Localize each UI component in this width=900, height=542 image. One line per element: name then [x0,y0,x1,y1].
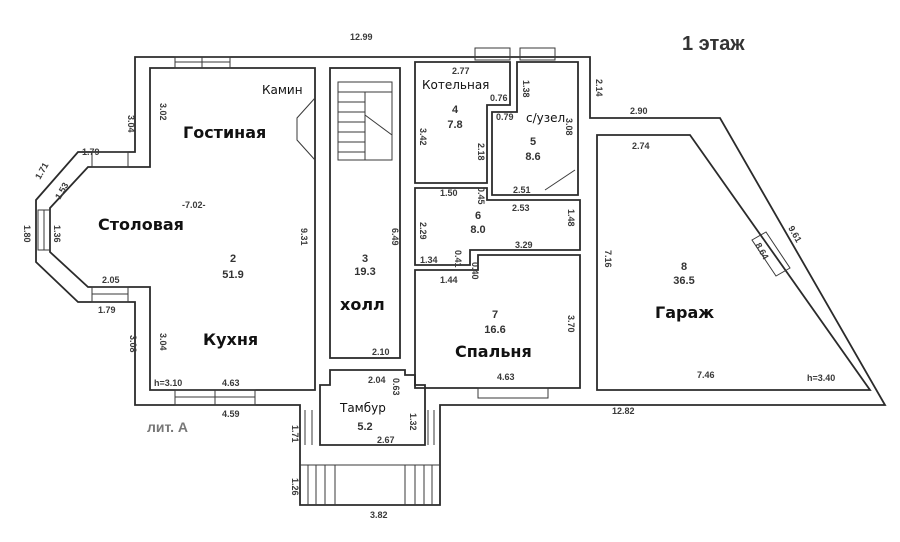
room-area: 5.2 [357,421,372,433]
lit-label: лит. А [147,419,188,435]
room-label-boiler: Котельная [422,78,489,92]
dim: 1.50 [440,188,458,198]
dim: 3.04 [126,115,136,133]
dim: 3.42 [418,128,428,146]
room-label-kitchen: Кухня [203,330,258,349]
outer-wall [35,56,887,506]
room-label-bedroom: Спальня [455,342,532,361]
dim: 2.05 [102,275,120,285]
hall-wall [329,67,401,359]
room-label-vestibule: Тамбур [339,401,386,415]
dim: 3.82 [370,510,388,520]
room-label-wc: с/узел [526,111,565,125]
dim: 2.04 [368,375,386,385]
room-label-hall: холл [340,295,385,314]
room-number: 2 [230,253,236,265]
dim: 2.67 [377,435,395,445]
room-label-dining: Столовая [98,215,184,234]
dim: 12.82 [612,406,635,416]
dim: 2.10 [372,347,390,357]
dim: 0.41 [453,250,463,268]
dim: 3.70 [566,315,576,333]
dim: 2.77 [452,66,470,76]
dim: 2.90 [630,106,648,116]
dim: 7.16 [603,250,613,268]
garage-wall [596,134,872,391]
door-swing [544,169,576,191]
dim: 9.61 [786,224,803,244]
dim: 2.53 [512,203,530,213]
dim: 3.04 [158,333,168,351]
dim: 1.79 [98,305,116,315]
room-number: 5 [530,136,536,148]
dim: 4.63 [497,372,515,382]
dim: 2.29 [418,222,428,240]
dim: 1.71 [33,161,50,181]
dim: h=3.40 [807,373,835,383]
dim: 1.71 [290,425,300,443]
room-number: 4 [452,104,459,116]
room-label-living: Гостиная [183,123,266,142]
windows [37,47,791,406]
dim: 1.80 [22,225,32,243]
dim: 1.53 [53,181,70,201]
dim: 0.76 [490,93,508,103]
room-4-wall [414,61,511,184]
dim: 0.40 [470,262,480,280]
dim: 2.51 [513,185,531,195]
dim: -7.02- [182,200,206,210]
dim: h=3.10 [154,378,182,388]
dim: 1.36 [52,225,62,243]
dim: 3.08 [128,335,138,353]
room-area: 51.9 [222,269,243,281]
room-number: 7 [492,309,498,321]
dim: 12.99 [350,32,373,42]
room-area: 8.0 [470,224,485,236]
room-5-wall [491,61,579,196]
dim: 0.63 [391,378,401,396]
dim: 1.38 [521,80,531,98]
fireplace-icon [296,97,316,161]
dim: 9.31 [299,228,309,246]
dim: 4.59 [222,409,240,419]
dim: 1.48 [566,209,576,227]
dim: 3.02 [158,103,168,121]
dim: 2.74 [632,141,650,151]
room-number: 3 [362,253,368,265]
dim: 3.29 [515,240,533,250]
dim: 1.44 [440,275,458,285]
room-number: 8 [681,261,687,273]
dim: 4.63 [222,378,240,388]
room-number: 6 [475,210,481,222]
dim: 2.18 [476,143,486,161]
room-area: 8.6 [525,151,540,163]
room-area: 16.6 [484,324,505,336]
room-label-fireplace: Камин [262,83,303,97]
dim: 7.46 [697,370,715,380]
room-area: 7.8 [447,119,462,131]
dim: 8.64 [753,241,770,261]
tambur-wall [319,369,426,446]
dim: 1.32 [408,413,418,431]
dim: 0.79 [496,112,514,122]
room-7-wall [414,254,581,389]
floor-title: 1 этаж [682,33,745,55]
dim: 0.45 [476,187,486,205]
room-numbers: 2 51.9 3 19.3 4 7.8 5 8.6 6 8.0 7 16.6 8… [222,104,694,433]
room-area: 36.5 [673,275,694,287]
dimensions: 12.99 3.04 3.02 1.79 1.71 1.53 1.80 1.36… [22,32,835,520]
room-label-garage: Гараж [655,303,714,322]
dim: 1.34 [420,255,438,265]
staircase [337,81,393,161]
porch-steps [300,410,440,505]
dim: 2.14 [594,79,604,97]
dim: 1.26 [290,478,300,496]
room-6-wall [414,187,581,266]
dim: 1.79 [82,147,100,157]
dim: 3.08 [564,118,574,136]
dim: 6.49 [390,228,400,246]
room-area: 19.3 [354,266,375,278]
